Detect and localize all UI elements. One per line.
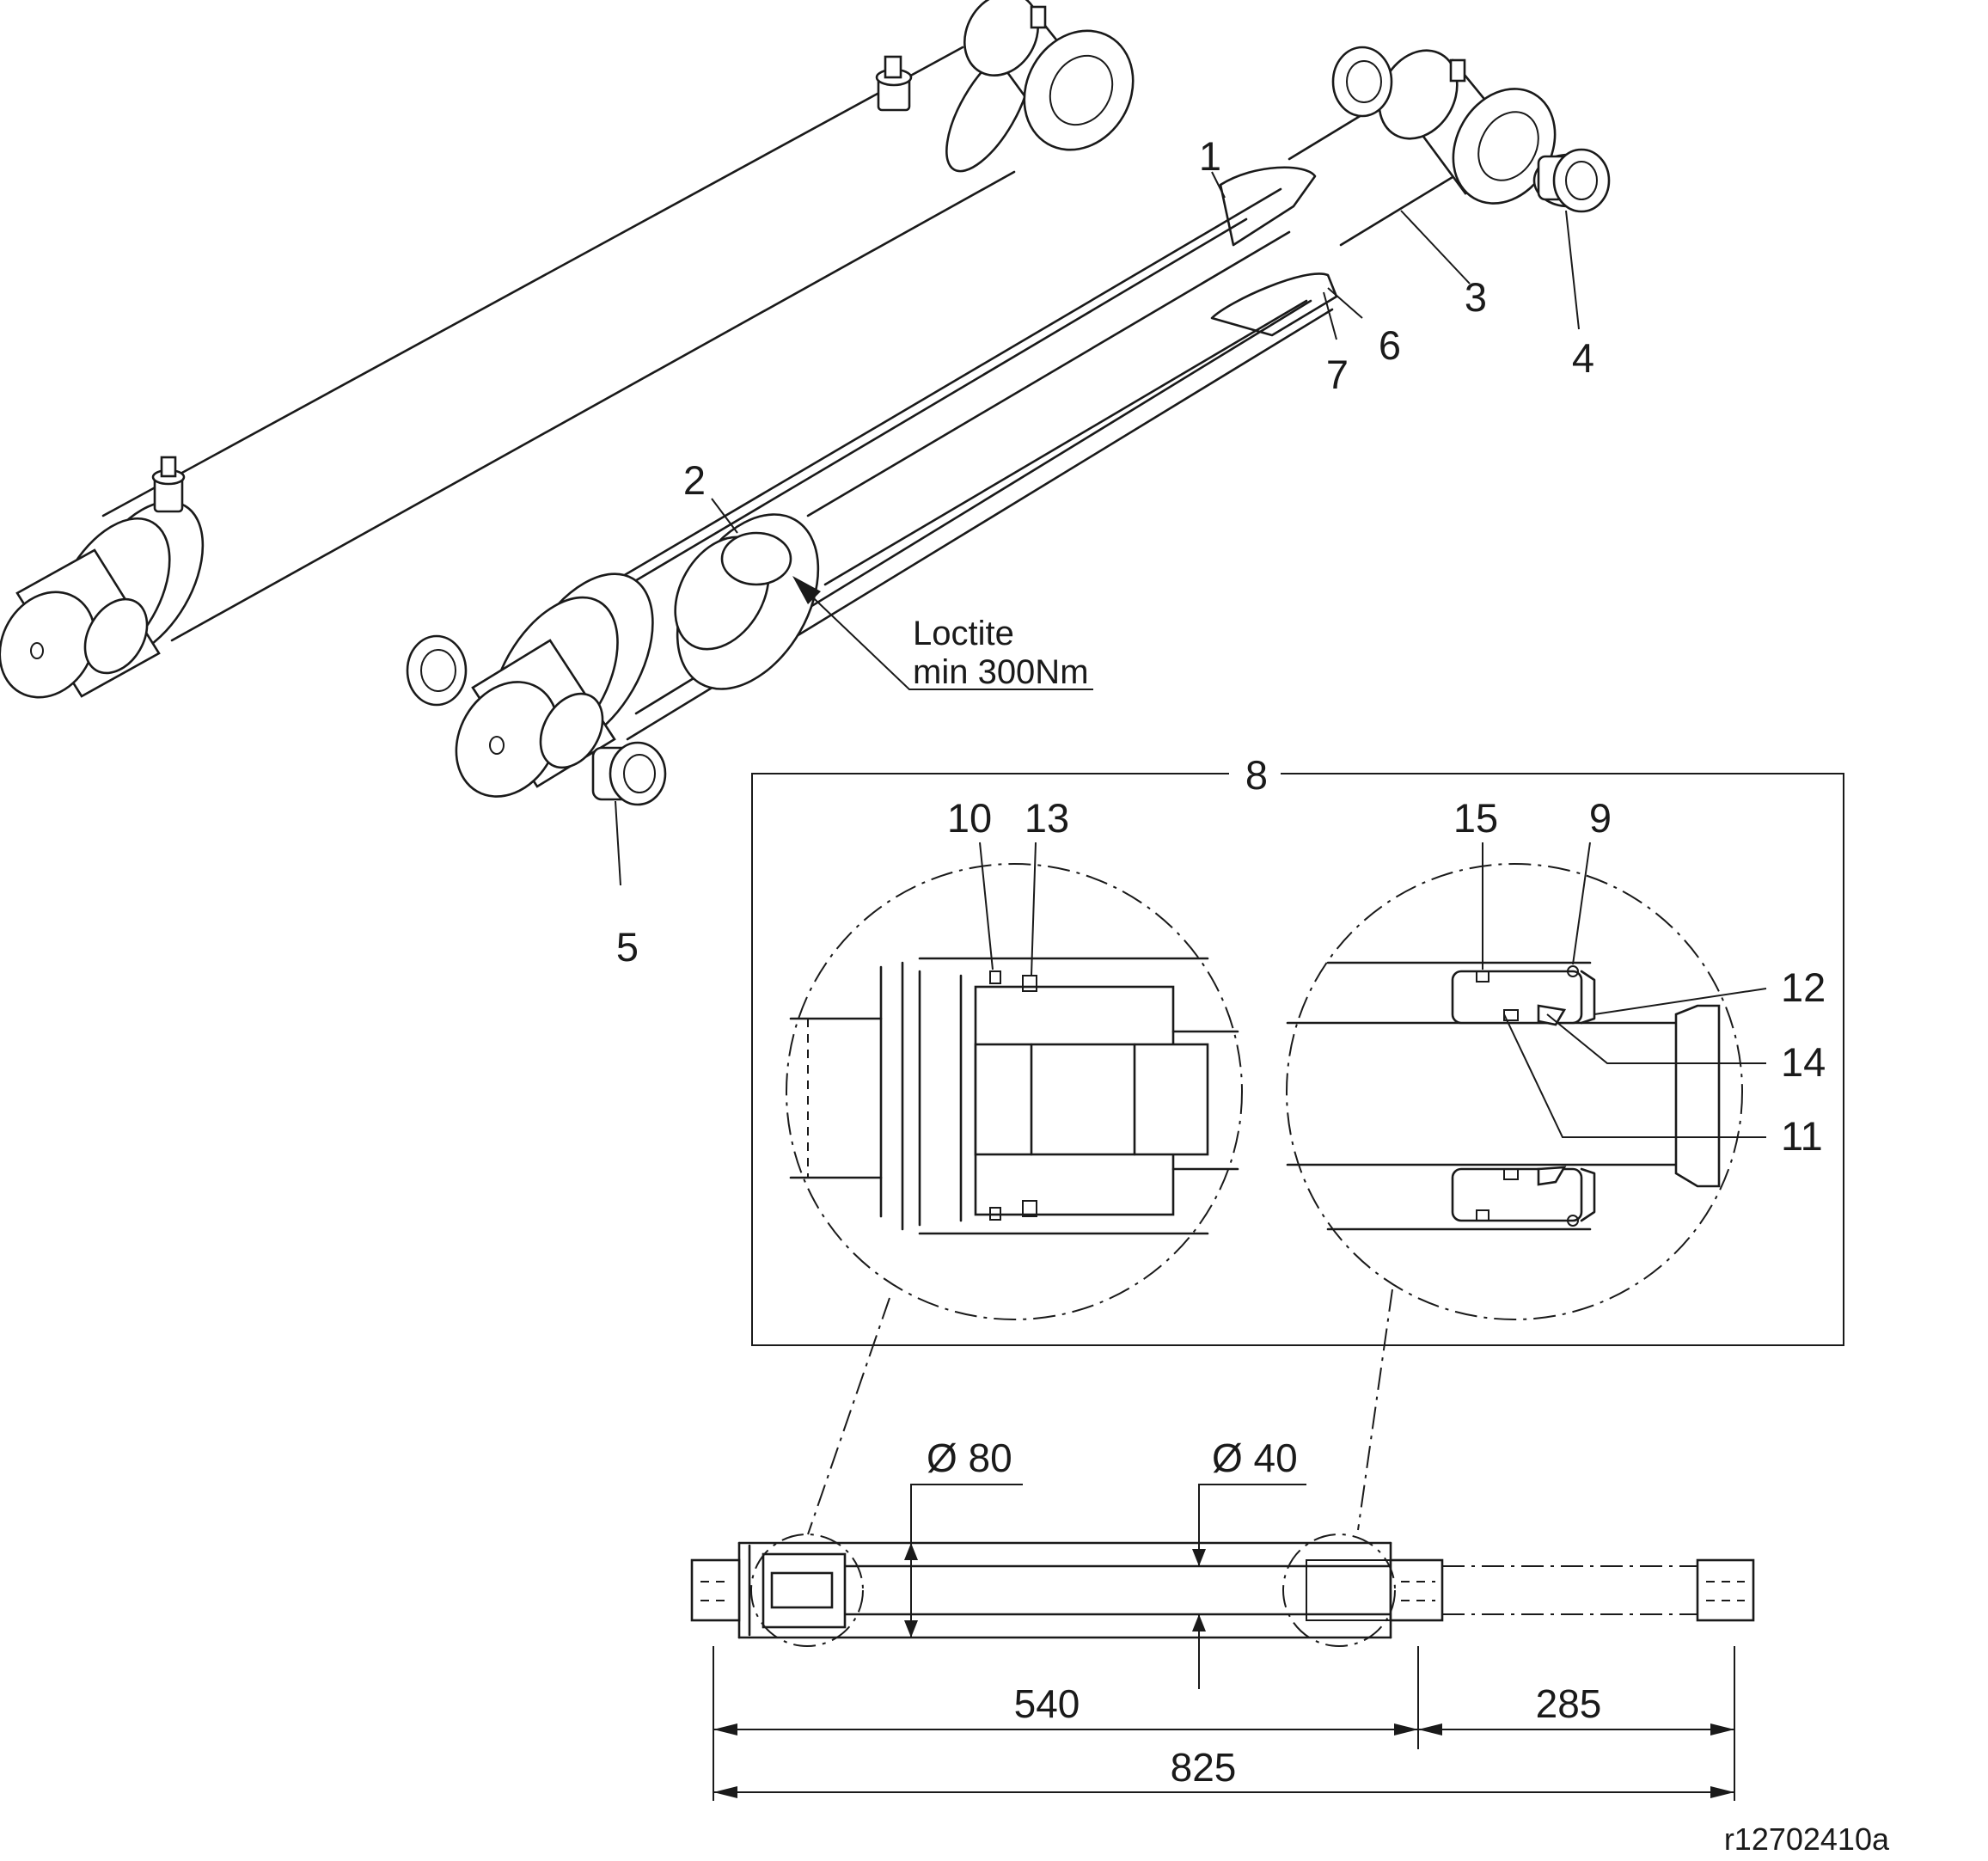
grease-nipple bbox=[151, 456, 186, 513]
detail-box bbox=[751, 773, 1844, 1346]
callout-1: 1 bbox=[1199, 133, 1221, 179]
gland-detail bbox=[1286, 863, 1743, 1320]
assembled-cylinder bbox=[0, 0, 1135, 699]
piston-detail bbox=[786, 863, 1243, 1320]
extended-length-label: 825 bbox=[1171, 1745, 1237, 1790]
callout-2: 2 bbox=[683, 457, 706, 503]
callout-15: 15 bbox=[1453, 795, 1498, 841]
rod-eye bbox=[1378, 49, 1557, 205]
bushing-left bbox=[406, 634, 468, 707]
callout-9: 9 bbox=[1589, 795, 1612, 841]
detail-leader-lines bbox=[979, 842, 1767, 1138]
callout-3: 3 bbox=[1465, 274, 1487, 320]
bushing-top bbox=[1331, 46, 1393, 118]
bushing-4 bbox=[1532, 148, 1611, 213]
stroke-length-label: 285 bbox=[1536, 1681, 1602, 1726]
loctite-arrow bbox=[792, 576, 1093, 690]
grease-nipple bbox=[875, 55, 913, 112]
cutaway-cylinder bbox=[455, 49, 1557, 798]
bore-dimension-marker bbox=[904, 1484, 1023, 1638]
bore-diameter-label: Ø 80 bbox=[927, 1436, 1012, 1480]
callout-14: 14 bbox=[1781, 1039, 1826, 1085]
loctite-note-line1: Loctite bbox=[913, 615, 1014, 652]
base-eye bbox=[963, 0, 1135, 151]
callout-8: 8 bbox=[1245, 752, 1268, 798]
callout-13: 13 bbox=[1025, 795, 1069, 841]
callout-10: 10 bbox=[947, 795, 992, 841]
callout-7: 7 bbox=[1326, 352, 1349, 397]
section-view bbox=[690, 1533, 1755, 1647]
callout-4: 4 bbox=[1572, 335, 1594, 381]
rod-diameter-label: Ø 40 bbox=[1212, 1436, 1298, 1480]
loctite-note-line2: min 300Nm bbox=[913, 653, 1089, 691]
bushing-5 bbox=[591, 741, 667, 806]
drawing-reference: r12702410a bbox=[1724, 1821, 1890, 1857]
callout-11: 11 bbox=[1781, 1113, 1823, 1159]
closed-length-label: 540 bbox=[1014, 1681, 1080, 1726]
rod-dimension-marker bbox=[1192, 1484, 1306, 1689]
length-dimension-lines bbox=[713, 1646, 1735, 1801]
leader-lines bbox=[615, 171, 1580, 886]
callout-6: 6 bbox=[1379, 322, 1401, 368]
callout-5: 5 bbox=[616, 924, 639, 970]
callout-12: 12 bbox=[1781, 964, 1826, 1010]
